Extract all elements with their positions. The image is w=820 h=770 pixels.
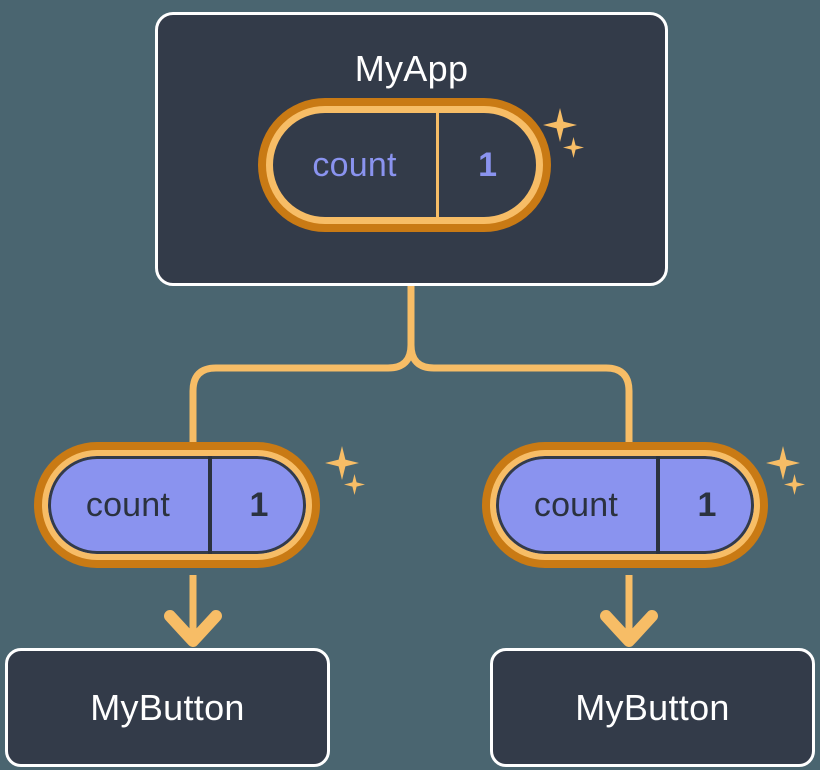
sparkle-icon [784, 474, 805, 495]
component-label: MyButton [575, 686, 730, 728]
component-label: MyButton [90, 686, 245, 728]
signal-pill-left[interactable]: count 1 [42, 450, 312, 560]
sparkle-icon [325, 446, 359, 480]
signal-divider [655, 456, 660, 554]
arrow-down-icon-left-head [164, 610, 222, 647]
signal-divider [436, 113, 440, 217]
signal-value: 1 [697, 485, 717, 524]
component-card-mybutton-right[interactable]: MyButton [490, 648, 815, 767]
signal-pill-body: count 1 [490, 450, 760, 560]
page-title: MyApp [354, 48, 469, 89]
signal-key: count [85, 485, 171, 524]
component-card-mybutton-left[interactable]: MyButton [5, 648, 330, 767]
sparkle-icon [344, 474, 365, 495]
signal-pill-myapp[interactable]: count 1 [266, 106, 543, 224]
tree-branch-connector [407, 282, 633, 456]
arrow-down-icon-right-head [600, 610, 658, 647]
signal-value: 1 [249, 485, 269, 524]
signal-pill-body: count 1 [266, 106, 543, 224]
signal-divider [207, 456, 212, 554]
signal-pill-right[interactable]: count 1 [490, 450, 760, 560]
signal-key: count [312, 145, 397, 184]
signal-pill-body: count 1 [42, 450, 312, 560]
signal-key: count [533, 485, 619, 524]
tree-branch-connector-left [189, 341, 415, 456]
signal-value: 1 [478, 145, 497, 184]
sparkle-icon [766, 446, 800, 480]
